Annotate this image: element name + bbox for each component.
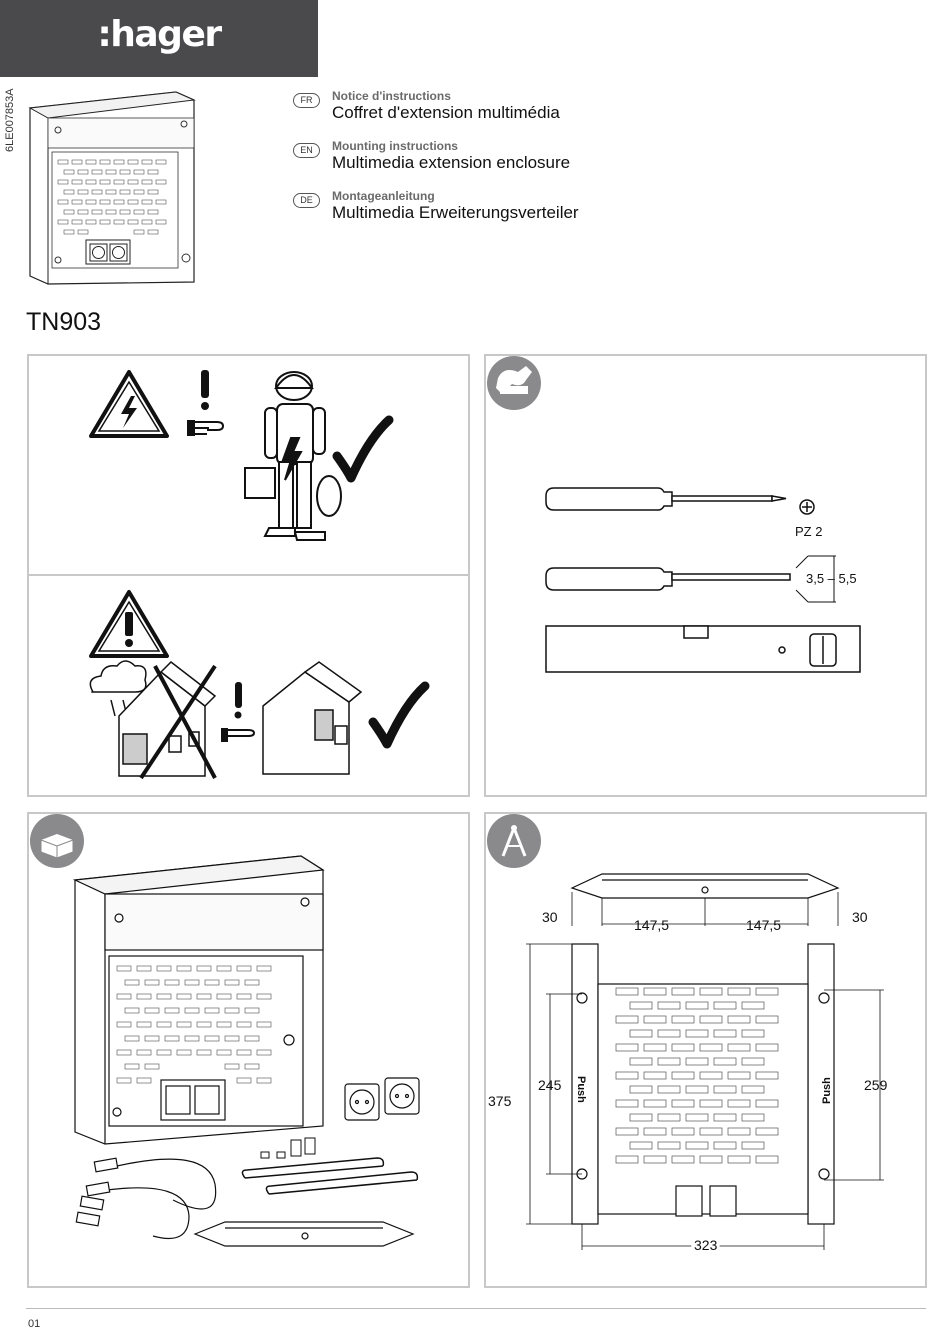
language-subtitle: Notice d'instructions [332, 89, 451, 103]
push-label-left: Push [575, 1076, 587, 1103]
rj45-cables-icon [75, 1157, 217, 1240]
panel-safety-electrician [27, 354, 470, 576]
cable-ties-icon [241, 1157, 419, 1195]
panel-tools: PZ 2 3,5 – 5,5 [484, 354, 927, 797]
attention-icon [187, 370, 225, 436]
general-warning-icon [89, 590, 169, 658]
top-rail-drawing [570, 873, 840, 899]
width-dimension-lines [571, 892, 839, 926]
language-badge: FR [293, 93, 320, 108]
dim-right-30: 30 [852, 909, 868, 925]
din-rail-icon [193, 1221, 415, 1247]
panel-dimensions: 30 147,5 147,5 30 [484, 812, 927, 1288]
flat-tip-dimension [795, 555, 836, 603]
indoor-house-icon [262, 661, 363, 775]
enclosure-illustration [28, 91, 196, 285]
language-title: Multimedia Erweiterungsverteiler [332, 203, 579, 222]
language-title: Multimedia extension enclosure [332, 153, 571, 172]
electrician-icon [244, 371, 342, 541]
footer-divider [26, 1308, 926, 1309]
panel-indoor-only [27, 574, 470, 797]
dim-147-right: 147,5 [746, 917, 781, 933]
dim-height-375: 375 [488, 1093, 512, 1109]
phillips-size-label: PZ 2 [795, 524, 822, 539]
phillips-tip-icon [799, 499, 815, 515]
screws-icon [260, 1137, 316, 1159]
height-dimension-lines [526, 943, 884, 1250]
document-reference: 6LE007853A [4, 88, 16, 152]
socket-outlet-icon [344, 1077, 420, 1121]
phillips-screwdriver-icon [545, 487, 787, 511]
dim-height-245: 245 [538, 1077, 562, 1093]
compass-badge-icon [487, 814, 541, 868]
language-badge: DE [293, 193, 320, 208]
flat-screwdriver-icon [545, 567, 791, 591]
tools-badge-icon [487, 356, 541, 410]
checkmark-icon [332, 415, 394, 483]
dim-left-30: 30 [542, 909, 558, 925]
attention-icon [221, 682, 256, 742]
dim-width-323: 323 [694, 1237, 718, 1253]
electric-warning-icon [89, 370, 169, 438]
spirit-level-icon [545, 625, 861, 673]
page-number: 01 [28, 1318, 41, 1330]
enclosure-open-icon [72, 855, 325, 1145]
box-badge-icon [30, 814, 84, 868]
language-subtitle: Montageanleitung [332, 189, 435, 203]
dim-height-259: 259 [864, 1077, 888, 1093]
push-label-right: Push [821, 1077, 833, 1104]
panel-package-contents [27, 812, 470, 1288]
language-badge: EN [293, 143, 320, 158]
hager-logo: :hager [97, 14, 222, 55]
language-subtitle: Mounting instructions [332, 139, 458, 153]
model-number: TN903 [26, 308, 102, 336]
brand-header: :hager [0, 0, 318, 77]
cross-icon [139, 664, 217, 780]
dim-147-left: 147,5 [634, 917, 669, 933]
checkmark-icon [368, 681, 430, 749]
flat-size-label: 3,5 – 5,5 [806, 571, 857, 586]
language-title: Coffret d'extension multimédia [332, 103, 560, 122]
outdoor-house-icon [118, 661, 217, 777]
mounting-frame-drawing [571, 943, 835, 1225]
